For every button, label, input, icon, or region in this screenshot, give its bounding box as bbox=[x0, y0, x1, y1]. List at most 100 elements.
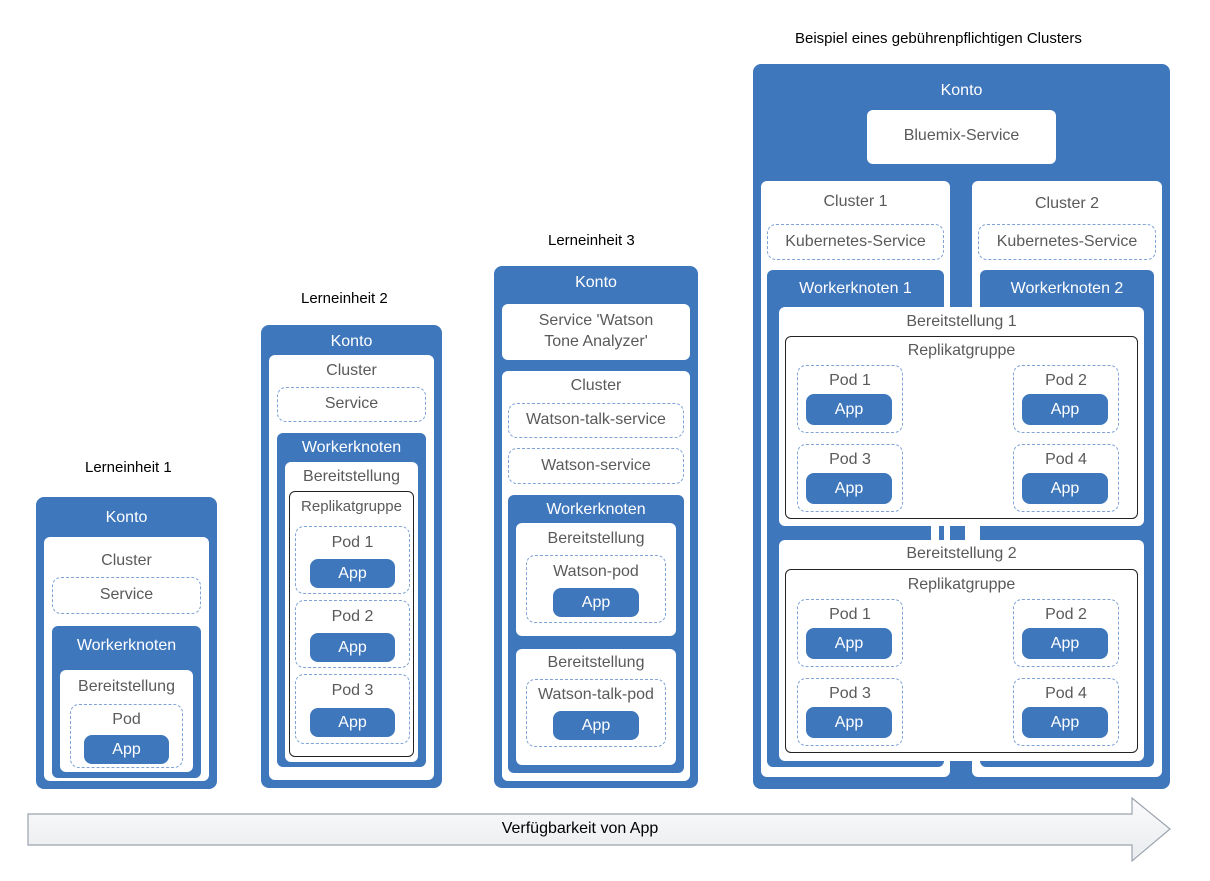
pod-box: Pod App bbox=[70, 704, 183, 768]
kubernetes-service-box: Kubernetes-Service bbox=[978, 224, 1156, 260]
lesson1-account: Konto Cluster Service Workerknoten Berei… bbox=[36, 497, 217, 789]
deployment-box: Bereitstellung Replikatgruppe Pod 1 App … bbox=[285, 462, 418, 762]
pod-box: Pod 2 App bbox=[295, 600, 410, 668]
deployment-box: Bereitstellung Watson-pod App bbox=[516, 523, 676, 636]
pod-label: Pod 3 bbox=[829, 451, 871, 468]
pod-label: Pod 1 bbox=[331, 534, 374, 551]
pod-box: Pod 1 App bbox=[295, 526, 410, 594]
deployment-label: Bereitstellung bbox=[303, 468, 400, 485]
lesson1-title: Lerneinheit 1 bbox=[85, 459, 172, 476]
deployment-box: Bereitstellung Pod App bbox=[60, 670, 193, 772]
deployment-2-box: Bereitstellung 2 Replikatgruppe Pod 1 Ap… bbox=[779, 540, 1144, 761]
paid-cluster-title: Beispiel eines gebührenpflichtigen Clust… bbox=[795, 30, 1082, 47]
pod-label: Pod 2 bbox=[1045, 372, 1087, 389]
service-label: Service bbox=[324, 395, 379, 412]
app-chip: App bbox=[806, 473, 892, 504]
pod-label: Pod 4 bbox=[1045, 685, 1087, 702]
deployment-label: Bereitstellung bbox=[78, 678, 175, 695]
deployment-label: Bereitstellung bbox=[547, 530, 645, 547]
bluemix-service-label: Bluemix-Service bbox=[903, 127, 1020, 144]
app-chip: App bbox=[310, 633, 395, 662]
watson-pod-box: Watson-pod App bbox=[526, 555, 666, 623]
worker-node: Workerknoten Bereitstellung Pod App bbox=[52, 626, 201, 778]
pod-box: Pod 2 App bbox=[1013, 599, 1119, 667]
cluster-1-label: Cluster 1 bbox=[823, 193, 888, 210]
watson-talk-service-box: Watson-talk-service bbox=[508, 403, 684, 438]
tone-analyzer-label-line2: Tone Analyzer' bbox=[544, 333, 648, 350]
pod-label: Pod bbox=[112, 711, 141, 728]
worker-node-label: Workerknoten bbox=[546, 501, 646, 518]
pod-box: Pod 2 App bbox=[1013, 365, 1119, 433]
lesson2-account: Konto Cluster Service Workerknoten Berei… bbox=[261, 325, 442, 788]
replica-set-label: Replikatgruppe bbox=[907, 576, 1016, 593]
replica-set-box: Replikatgruppe Pod 1 App Pod 2 App Pod 3… bbox=[785, 336, 1138, 519]
tone-analyzer-label-line1: Service 'Watson bbox=[538, 312, 654, 329]
app-chip: App bbox=[1022, 473, 1108, 504]
worker-node-2-label: Workerknoten 2 bbox=[1010, 280, 1124, 297]
replica-set-box: Replikatgruppe Pod 1 App Pod 2 App Pod 3… bbox=[785, 569, 1138, 753]
worker-node: Workerknoten Bereitstellung Watson-pod A… bbox=[508, 495, 684, 773]
watson-talk-pod-label: Watson-talk-pod bbox=[538, 686, 654, 703]
tone-analyzer-service: Service 'Watson Tone Analyzer' bbox=[502, 304, 690, 360]
pod-box: Pod 1 App bbox=[797, 365, 903, 433]
app-chip: App bbox=[806, 707, 892, 738]
replica-set-box: Replikatgruppe Pod 1 App Pod 2 App Pod 3… bbox=[289, 491, 414, 757]
pod-box: Pod 1 App bbox=[797, 599, 903, 667]
worker-node-label: Workerknoten bbox=[301, 439, 402, 456]
pod-label: Pod 1 bbox=[829, 606, 871, 623]
pod-label: Pod 3 bbox=[829, 685, 871, 702]
replica-set-label: Replikatgruppe bbox=[301, 498, 402, 515]
worker-node-1-label: Workerknoten 1 bbox=[799, 280, 912, 297]
app-chip: App bbox=[553, 588, 639, 617]
worker-node-label: Workerknoten bbox=[76, 637, 177, 654]
pod-label: Pod 4 bbox=[1045, 451, 1087, 468]
watson-service-box: Watson-service bbox=[508, 448, 684, 484]
deployment-1-box: Bereitstellung 1 Replikatgruppe Pod 1 Ap… bbox=[779, 307, 1144, 526]
kubernetes-service-label: Kubernetes-Service bbox=[785, 233, 926, 250]
app-chip: App bbox=[310, 559, 395, 588]
deployment-box: Bereitstellung Watson-talk-pod App bbox=[516, 649, 676, 765]
account-label: Konto bbox=[940, 82, 983, 99]
pod-label: Pod 3 bbox=[331, 682, 374, 699]
deployment-connector bbox=[931, 524, 939, 540]
worker-node: Workerknoten Bereitstellung Replikatgrup… bbox=[277, 433, 426, 767]
app-chip: App bbox=[806, 628, 892, 659]
lesson3-account: Konto Service 'Watson Tone Analyzer' Clu… bbox=[494, 266, 698, 788]
kubernetes-service-label: Kubernetes-Service bbox=[996, 233, 1138, 250]
watson-talk-service-label: Watson-talk-service bbox=[526, 411, 666, 428]
account-label: Konto bbox=[105, 509, 148, 526]
pod-label: Pod 2 bbox=[331, 608, 374, 625]
app-chip: App bbox=[1022, 394, 1108, 425]
cluster-box: Cluster Watson-talk-service Watson-servi… bbox=[502, 371, 690, 781]
replica-set-label: Replikatgruppe bbox=[907, 342, 1016, 359]
paid-account: Konto Bluemix-Service Cluster 1 Kubernet… bbox=[753, 64, 1170, 789]
account-label: Konto bbox=[575, 274, 617, 291]
pod-box: Pod 4 App bbox=[1013, 444, 1119, 512]
pod-label: Pod 1 bbox=[829, 372, 871, 389]
lesson3-title: Lerneinheit 3 bbox=[548, 232, 635, 249]
app-chip: App bbox=[1022, 628, 1108, 659]
lesson2-title: Lerneinheit 2 bbox=[301, 290, 388, 307]
app-chip: App bbox=[553, 711, 639, 740]
cluster-label: Cluster bbox=[101, 552, 152, 569]
cluster-box: Cluster Service Workerknoten Bereitstell… bbox=[269, 355, 434, 780]
app-chip: App bbox=[310, 708, 395, 737]
pod-box: Pod 3 App bbox=[797, 444, 903, 512]
deployment-label: Bereitstellung bbox=[547, 654, 645, 671]
watson-talk-pod-box: Watson-talk-pod App bbox=[526, 679, 666, 747]
pod-label: Pod 2 bbox=[1045, 606, 1087, 623]
pod-box: Pod 4 App bbox=[1013, 678, 1119, 746]
watson-pod-label: Watson-pod bbox=[553, 563, 639, 580]
bluemix-service-box: Bluemix-Service bbox=[867, 110, 1056, 164]
deployment-connector bbox=[965, 524, 973, 540]
deployment-2-label: Bereitstellung 2 bbox=[906, 545, 1017, 562]
cluster-label: Cluster bbox=[326, 362, 377, 379]
account-label: Konto bbox=[330, 333, 373, 350]
watson-service-label: Watson-service bbox=[541, 457, 651, 474]
app-chip: App bbox=[84, 735, 169, 764]
service-box: Service bbox=[277, 387, 426, 422]
arrow-label: Verfügbarkeit von App bbox=[501, 820, 659, 837]
app-chip: App bbox=[1022, 707, 1108, 738]
service-box: Service bbox=[52, 577, 201, 614]
app-chip: App bbox=[806, 394, 892, 425]
